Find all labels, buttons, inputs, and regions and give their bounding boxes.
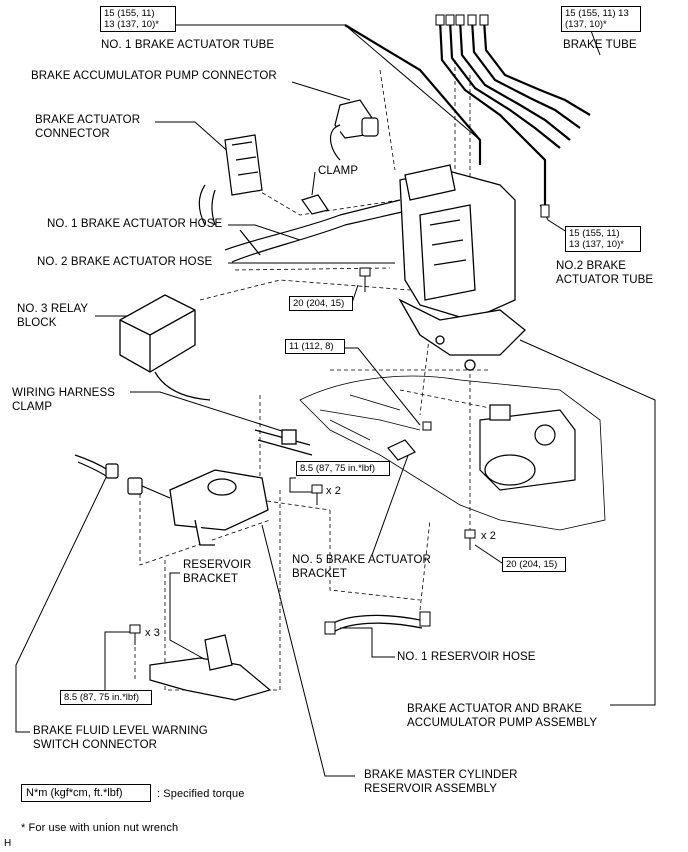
label-actuator-pump-assembly-line1: BRAKE ACTUATOR AND BRAKE [407,703,583,715]
torque-no2-tube-line2: 13 (137, 10)* [569,239,624,250]
torque-no1-tube-line2: 13 (137, 10)* [104,19,159,30]
legend-torque-box: N*m (kgf*cm, ft.*lbf) [21,784,151,802]
label-actuator-pump-assembly-line2: ACCUMULATOR PUMP ASSEMBLY [407,717,598,729]
qty-x2-lower-nuts: x 2 [481,530,496,542]
label-no2-brake-actuator-tube-line1: NO.2 BRAKE [556,260,627,272]
label-no2-brake-actuator-tube: NO.2 BRAKE ACTUATOR TUBE [556,259,653,287]
torque-20-upper: 20 (204, 15) [289,296,353,311]
torque-no1-tube: 15 (155, 11) 13 (137, 10)* [100,6,176,32]
label-reservoir-bracket-line2: BRACKET [183,573,239,585]
leader-85-right [289,477,318,493]
corner-mark: H [4,838,12,849]
qty-x3-bracket-bolts: x 3 [145,627,160,639]
label-no3-relay-block: NO. 3 RELAY BLOCK [17,302,88,330]
label-no1-brake-actuator-hose: NO. 1 BRAKE ACTUATOR HOSE [47,218,223,230]
leader-fluid-switch [15,464,113,733]
leader-20-upper [351,284,359,304]
torque-brake-tube-line2: (137, 10)* [565,19,607,30]
torque-no2-tube: 15 (155, 11) 13 (137, 10)* [565,226,641,252]
label-master-cylinder-line1: BRAKE MASTER CYLINDER [364,769,518,781]
label-no5-brake-actuator-bracket-line1: NO. 5 BRAKE ACTUATOR [292,554,431,566]
torque-no2-tube-line1: 15 (155, 11) [569,228,620,239]
leader-assembly [519,339,656,706]
leader-20-lower [474,544,506,566]
label-fluid-level-switch-line1: BRAKE FLUID LEVEL WARNING [33,725,208,737]
label-fluid-level-warning-switch-connector: BRAKE FLUID LEVEL WARNING SWITCH CONNECT… [33,724,208,752]
torque-brake-tube-line1: 15 (155, 11) 13 [565,8,629,19]
label-brake-accumulator-pump-connector: BRAKE ACCUMULATOR PUMP CONNECTOR [31,70,277,82]
leader-85-left [104,631,130,690]
label-no1-reservoir-hose: NO. 1 RESERVOIR HOSE [397,651,536,663]
torque-85-right: 8.5 (87, 75 in.*lbf) [296,461,390,476]
label-clamp: CLAMP [318,165,359,177]
leader-master-cyl [261,524,355,777]
leader-harness [130,391,286,433]
label-reservoir-bracket-line1: RESERVOIR [183,559,252,571]
torque-11: 11 (112, 8) [285,339,345,354]
leader-actuator-connector [155,121,233,156]
leader-reservoir-bracket [169,572,216,666]
torque-20-lower: 20 (204, 15) [502,557,566,572]
leader-bracket5 [371,449,411,556]
label-no5-brake-actuator-bracket-line2: BRACKET [292,568,348,580]
label-brake-tube: BRAKE TUBE [563,39,637,51]
label-no2-brake-actuator-hose: NO. 2 BRAKE ACTUATOR HOSE [37,256,213,268]
label-no3-relay-block-line1: NO. 3 RELAY [17,303,89,315]
label-wiring-harness-clamp-line1: WIRING HARNESS [12,387,115,399]
legend-specified-torque: : Specified torque [157,788,245,800]
leader-clamp [311,171,316,196]
label-no2-brake-actuator-tube-line2: ACTUATOR TUBE [556,274,654,286]
torque-85-left: 8.5 (87, 75 in.*lbf) [60,690,152,705]
label-wiring-harness-clamp: WIRING HARNESS CLAMP [12,386,115,414]
label-fluid-level-switch-line2: SWITCH CONNECTOR [33,739,158,751]
label-brake-actuator-connector-line2: CONNECTOR [35,128,110,140]
label-brake-actuator-connector: BRAKE ACTUATOR CONNECTOR [35,113,140,141]
qty-x2-right-bolts: x 2 [326,485,341,497]
leader-reservoir-hose [340,627,395,658]
leader-no1-hose [228,224,301,241]
label-no3-relay-block-line2: BLOCK [17,317,57,329]
leader-11 [344,347,421,426]
label-no1-brake-actuator-tube: NO. 1 BRAKE ACTUATOR TUBE [101,39,275,51]
label-wiring-harness-clamp-line2: CLAMP [12,401,53,413]
label-reservoir-bracket: RESERVOIR BRACKET [183,558,251,586]
label-actuator-pump-assembly: BRAKE ACTUATOR AND BRAKE ACCUMULATOR PUM… [407,702,597,730]
torque-no1-tube-line1: 15 (155, 11) [104,8,155,19]
footnote-union-nut-wrench: * For use with union nut wrench [21,822,179,834]
leader-pump-connector [291,81,351,101]
label-no5-brake-actuator-bracket: NO. 5 BRAKE ACTUATOR BRACKET [292,553,431,581]
label-master-cylinder-line2: RESERVOIR ASSEMBLY [364,783,498,795]
leader-brake-tube [589,27,601,56]
torque-brake-tube: 15 (155, 11) 13 (137, 10)* [561,6,641,32]
label-brake-actuator-connector-line1: BRAKE ACTUATOR [35,114,141,126]
label-master-cylinder-reservoir-assembly: BRAKE MASTER CYLINDER RESERVOIR ASSEMBLY [364,768,518,796]
